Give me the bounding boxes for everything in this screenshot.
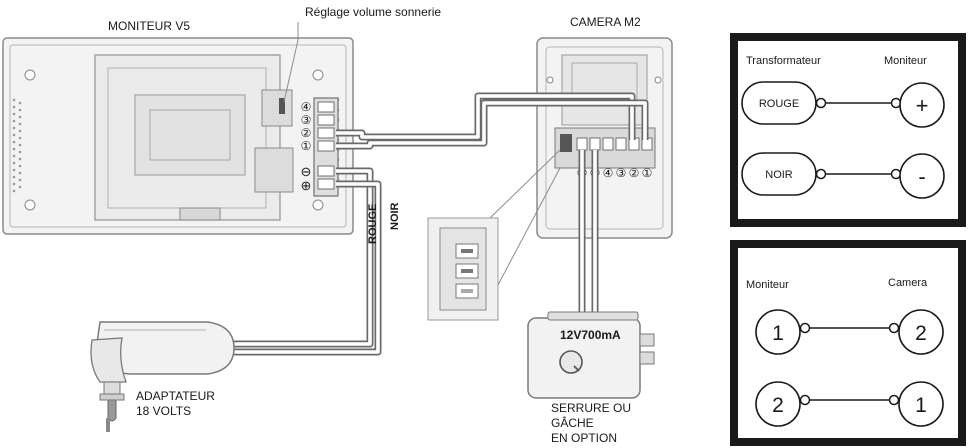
bus-cable xyxy=(336,92,649,150)
camera-terminal-1: ① xyxy=(642,166,653,180)
monitor-terminal-plus: ⊕ xyxy=(301,178,312,193)
adapter-label-line1: ADAPTATEUR xyxy=(136,389,215,403)
volume-leader-line xyxy=(283,22,299,103)
legend2-row2-left-circle xyxy=(755,381,801,427)
volume-label: Réglage volume sonnerie xyxy=(305,5,441,19)
noir-wire-label: NOIR xyxy=(389,202,401,230)
door-lock xyxy=(527,311,655,399)
legend1-minus-text: - xyxy=(918,164,925,189)
camera-terminal-block xyxy=(576,137,653,151)
detail-inset xyxy=(427,149,561,321)
monitor-terminal-minus: ⊖ xyxy=(301,164,312,179)
legend2-row2-left-text: 2 xyxy=(772,394,784,417)
legend2-row2-right-text: 1 xyxy=(915,394,927,417)
legend2-row2-right-circle xyxy=(898,381,944,427)
lock-cable xyxy=(578,150,599,322)
legend1-right-header: Moniteur xyxy=(884,55,927,67)
legend1-rouge-text: ROUGE xyxy=(759,98,799,110)
legend1-plus-text: + xyxy=(916,93,929,118)
legend2-row1-right-text: 2 xyxy=(915,322,927,345)
camera-terminal-2: ② xyxy=(629,166,640,180)
power-cable xyxy=(232,167,382,356)
legend2-left-header: Moniteur xyxy=(746,279,789,291)
lock-rating-label: 12V700mA xyxy=(560,328,621,342)
adapter-label-line2: 18 VOLTS xyxy=(136,404,191,418)
lock-label-line3: EN OPTION xyxy=(551,431,617,445)
monitor-terminal-3: ③ xyxy=(301,113,312,127)
legend-bus-box: Moniteur Camera 1 2 2 1 xyxy=(730,240,966,446)
legend2-row1-left-circle xyxy=(755,309,801,355)
legend-power-box: Transformateur Moniteur ROUGE + NOIR - xyxy=(730,33,966,227)
legend1-left-header: Transformateur xyxy=(746,55,821,67)
monitor-unit: ④ ③ ② ① ⊖ ⊕ xyxy=(2,37,354,235)
volume-knob xyxy=(279,98,285,114)
monitor-terminal-2: ② xyxy=(301,126,312,140)
rouge-wire-label: ROUGE xyxy=(367,204,379,244)
legend1-noir-text: NOIR xyxy=(765,169,793,181)
lock-label-line2: GÂCHE xyxy=(551,415,594,430)
camera-terminal-3: ③ xyxy=(616,166,627,180)
camera-label: CAMERA M2 xyxy=(570,15,641,29)
legend2-row1-right-circle xyxy=(898,309,944,355)
monitor-vent-left xyxy=(12,98,22,193)
camera-unit: ⑥ ⑤ ④ ③ ② ① xyxy=(536,37,673,239)
monitor-terminal-block xyxy=(313,97,339,197)
monitor-terminal-4: ④ xyxy=(301,100,312,114)
camera-terminal-4: ④ xyxy=(603,166,614,180)
legend2-right-header: Camera xyxy=(888,277,928,289)
monitor-terminal-1: ① xyxy=(301,139,312,153)
power-adapter xyxy=(90,321,235,432)
legend1-plus-circle xyxy=(899,82,945,128)
legend1-minus-circle xyxy=(899,153,945,199)
lock-label-line1: SERRURE OU xyxy=(551,401,631,415)
legend2-row1-left-text: 1 xyxy=(772,322,784,345)
monitor-label: MONITEUR V5 xyxy=(108,19,190,33)
